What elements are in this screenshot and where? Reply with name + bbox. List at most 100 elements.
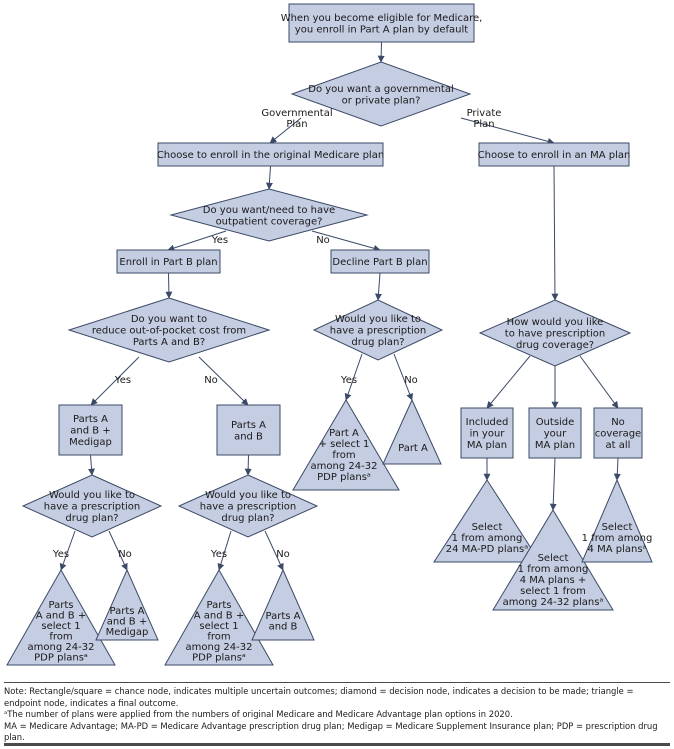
- edge-q-ma-to-incl: [486, 355, 531, 409]
- node-text-line: drug plan?: [351, 337, 404, 348]
- node-text-line: Do you want/need to have: [203, 205, 335, 216]
- edge-q-presc3-to-t-ab: [264, 530, 284, 571]
- edge-q-presc2-to-t-abmed: [108, 530, 128, 571]
- edge-label-p2-no: No: [118, 549, 132, 560]
- node-text-line: and B: [234, 431, 263, 442]
- node-text-line: 1 from among: [518, 564, 589, 575]
- edge-label-p2-yes: Yes: [52, 549, 69, 560]
- node-text-line: + select 1: [319, 439, 370, 450]
- chance-node-shape: [478, 142, 630, 167]
- flowchart: When you become eligible for Medicare, yo…: [6, 3, 653, 666]
- node-text-line: Would you like to: [335, 314, 421, 325]
- node-text-line: PDP plansᵃ: [192, 653, 246, 664]
- node-text-line: 4 MA plansᵃ: [588, 544, 647, 555]
- chance-node-shape: [58, 404, 123, 456]
- node-text-line: Select: [538, 553, 569, 564]
- node-text-line: select 1: [41, 621, 80, 632]
- node-text-line: 24 MA-PD plansᵃ: [446, 544, 528, 555]
- edge-q-red-to-ab: [198, 356, 249, 406]
- note-shapes: Note: Rectangle/square = chance node, in…: [4, 686, 634, 708]
- endpoint-node-shape: [433, 479, 541, 563]
- edge-q-gov-to-ma: [460, 117, 555, 145]
- node-text-line: Parts A: [231, 420, 266, 431]
- node-text-line: among 24-32: [311, 461, 378, 472]
- node-text-line: your: [544, 429, 567, 440]
- edge-label-p1-yes: Yes: [340, 375, 357, 386]
- node-text-line: No: [611, 417, 625, 428]
- edge-label-out-no: No: [316, 235, 330, 246]
- node-text-line: Do you want to: [131, 314, 207, 325]
- node-text-line: and B +: [70, 426, 110, 437]
- node-text-line: coverage: [595, 429, 641, 440]
- decision-node-shape: [67, 297, 271, 363]
- node-text-line: drug plan?: [65, 513, 118, 524]
- decision-node-shape: [169, 188, 369, 242]
- chance-node-shape: [288, 3, 475, 43]
- node-text-line: When you become eligible for Medicare,: [281, 13, 483, 24]
- node-text-line: Included: [466, 417, 509, 428]
- node-text-line: Part A: [329, 428, 359, 439]
- chance-node-shape: [116, 249, 221, 274]
- notes: Note: Rectangle/square = chance node, in…: [4, 686, 672, 744]
- node-text-line: 4 MA plans +: [520, 575, 587, 586]
- edge-declb-to-q-presc1: [374, 272, 382, 301]
- node-text-line: from: [207, 632, 230, 643]
- node-text-line: Part A: [398, 443, 428, 454]
- node-text-line: at all: [606, 440, 631, 451]
- node-text-line: How would you like: [507, 317, 604, 328]
- edge-label-priv: Plan: [473, 119, 494, 130]
- edge-q-presc3-to-t-ab-pdp: [217, 530, 232, 571]
- edge-label-p3-no: No: [276, 549, 290, 560]
- node-text-line: have a prescription: [44, 502, 141, 513]
- node-text-line: from: [49, 632, 72, 643]
- edge-q-presc1-to-t-pa-pdp: [344, 353, 363, 401]
- node-orig: Choose to enroll in the original Medicar…: [157, 142, 384, 167]
- node-text-line: among 24-32: [28, 642, 95, 653]
- edge-q-out-to-declb: [311, 230, 381, 252]
- node-declb: Decline Part B plan: [330, 249, 430, 274]
- node-text-line: Choose to enroll in an MA plan: [478, 150, 631, 161]
- node-text-line: select 1: [199, 621, 238, 632]
- node-start: When you become eligible for Medicare,yo…: [281, 3, 483, 43]
- endpoint-node-shape: [251, 568, 315, 641]
- edge-q-gov-to-orig: [269, 117, 302, 144]
- endpoint-node-shape: [95, 568, 159, 641]
- node-text-line: or private plan?: [342, 95, 421, 106]
- node-text-line: Would you like to: [205, 490, 291, 501]
- edge-label-red-no: No: [204, 375, 218, 386]
- node-text-line: reduce out-of-pocket cost from: [92, 326, 246, 337]
- node-text-line: and B +: [107, 617, 147, 628]
- node-ma: Choose to enroll in an MA plan: [478, 142, 631, 167]
- node-text-line: Choose to enroll in the original Medicar…: [157, 150, 384, 161]
- node-text-line: Medigap: [69, 437, 112, 448]
- edge-abmed-to-q-presc2: [88, 454, 96, 476]
- node-text-line: Would you like to: [49, 490, 135, 501]
- chance-node-shape: [216, 404, 281, 456]
- node-text-line: A and B +: [194, 611, 244, 622]
- node-text-line: to have prescription: [505, 329, 605, 340]
- node-text-line: have a prescription: [200, 502, 297, 513]
- node-text-line: Select: [472, 522, 503, 533]
- node-text-line: drug coverage?: [516, 340, 594, 351]
- node-text-line: Outside: [536, 417, 575, 428]
- edge-partb-to-q-red: [165, 272, 173, 299]
- node-text-line: PDP plansᵃ: [34, 653, 88, 664]
- notes-divider: [4, 682, 670, 683]
- edge-label-p3-yes: Yes: [210, 549, 227, 560]
- node-text-line: outpatient coverage?: [216, 216, 323, 227]
- chance-node-shape: [157, 142, 384, 167]
- edge-outside-to-t-ma-pdp: [549, 457, 557, 511]
- node-text-line: Parts A and B?: [133, 337, 205, 348]
